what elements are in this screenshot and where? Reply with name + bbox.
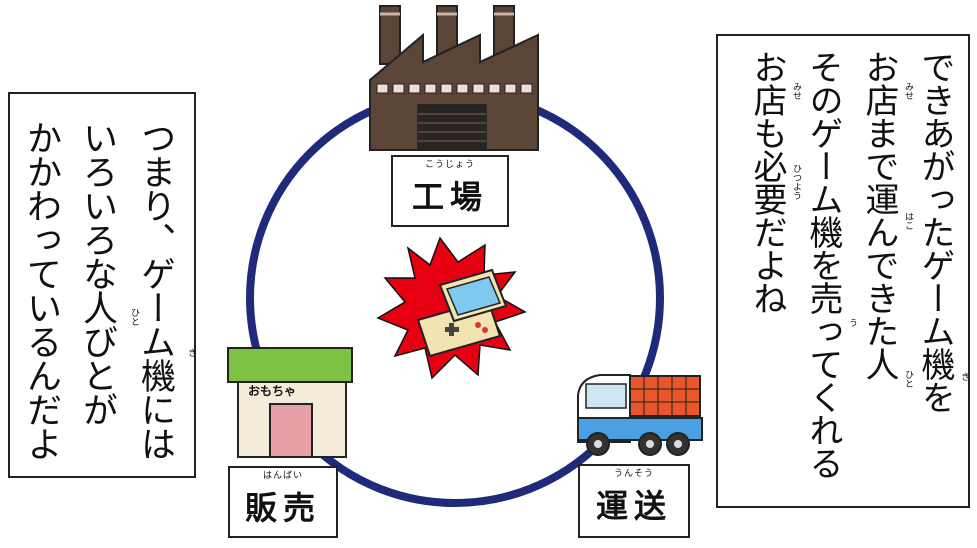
- factory-icon: [369, 5, 539, 151]
- game-console-icon: [416, 268, 508, 358]
- right-caption-line-1: できあがったゲーム機を: [915, 50, 955, 413]
- right-caption-line-4: お店も必要だよね: [747, 50, 787, 314]
- right-caption-line-2: お店まで運んできた人: [859, 50, 899, 380]
- truck-icon: [577, 374, 703, 456]
- factory-label: こうじょう 工場: [391, 155, 509, 227]
- right-furigana-2: みせ: [903, 82, 913, 100]
- sales-reading: はんばい: [262, 471, 303, 481]
- left-caption-box: つまり、ゲーム機には いろいろな人びとが かかわっているんだよ き ひと: [8, 92, 196, 478]
- right-furigana-1: き: [959, 372, 969, 381]
- factory-reading: こうじょう: [424, 160, 475, 170]
- transport-name: 運送: [595, 487, 672, 525]
- left-furigana-2: ひと: [129, 308, 139, 326]
- right-furigana-4: ひと: [903, 370, 913, 388]
- left-caption-line-3: かかわっているんだよ: [21, 120, 61, 460]
- left-caption-line-2: いろいろな人びとが: [77, 120, 117, 426]
- right-caption-box: できあがったゲーム機を お店まで運んできた人 そのゲーム機を売ってくれる お店も…: [716, 34, 970, 508]
- right-furigana-3: はこ: [903, 212, 913, 230]
- store-sign: おもちゃ: [248, 384, 297, 398]
- toy-store-icon: [227, 347, 353, 458]
- right-furigana-6: みせ: [791, 82, 801, 100]
- sales-name: 販売: [244, 489, 321, 527]
- transport-label: うんそう 運送: [578, 464, 690, 538]
- right-furigana-7: ひつよう: [791, 164, 801, 200]
- transport-reading: うんそう: [613, 469, 654, 479]
- right-furigana-5: う: [847, 318, 857, 327]
- right-caption-line-3: そのゲーム機を売ってくれる: [803, 50, 843, 479]
- sales-label: はんばい 販売: [228, 466, 338, 538]
- left-caption-line-1: つまり、ゲーム機には: [135, 120, 175, 460]
- factory-name: 工場: [411, 178, 488, 216]
- left-furigana-1: き: [186, 348, 196, 357]
